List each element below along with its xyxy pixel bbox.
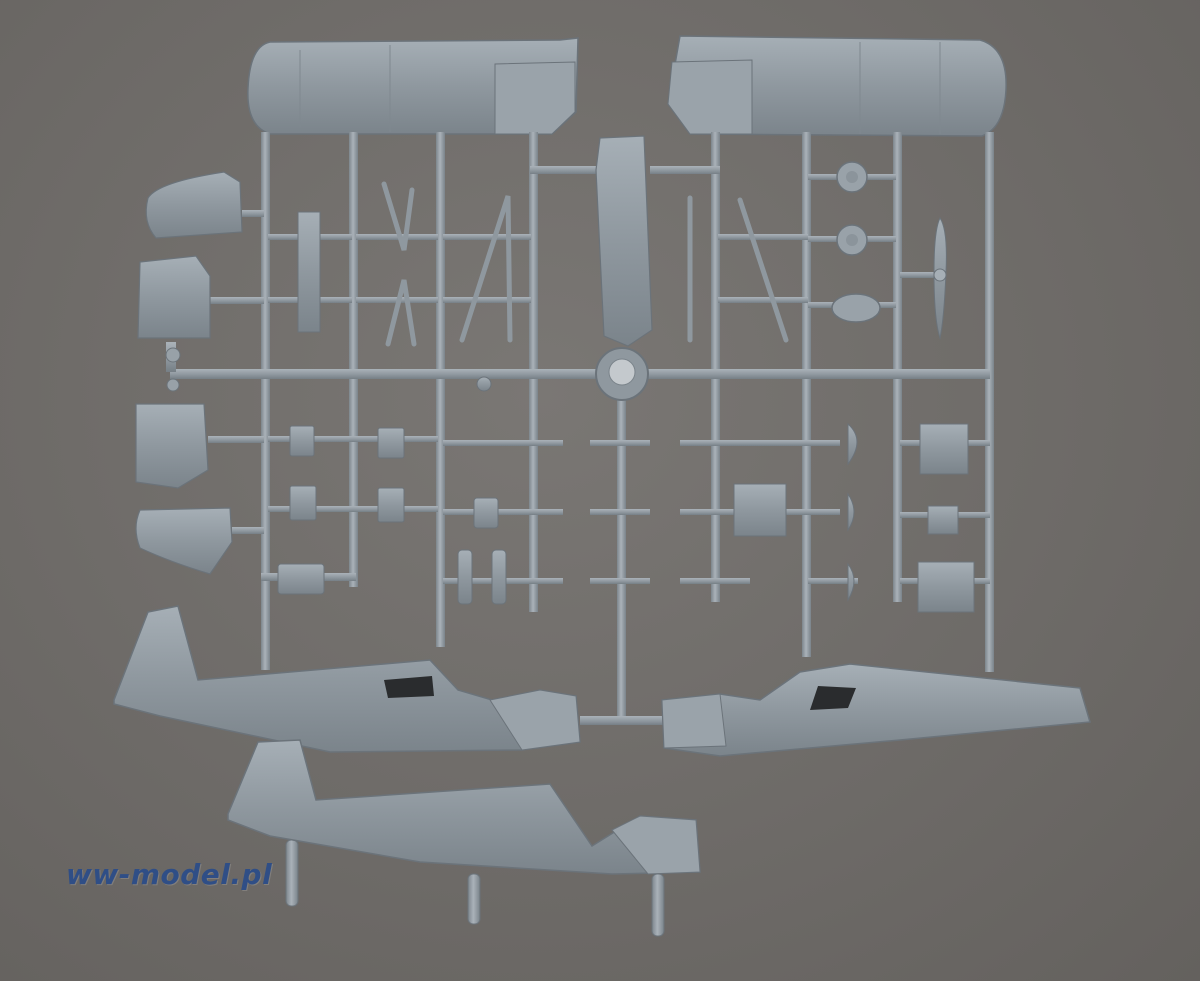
part-rudder-upper	[145, 171, 243, 239]
part-fuselage-left-lower	[227, 739, 701, 875]
part-fairing-block	[137, 255, 211, 339]
part-pins	[285, 839, 665, 937]
part-small-bits	[277, 376, 975, 613]
sprue-frame	[170, 132, 994, 725]
part-cabin-floor	[595, 135, 653, 347]
part-cowling-block	[135, 403, 209, 489]
part-rudder-lower	[135, 507, 233, 575]
part-struts-left	[381, 181, 789, 347]
sprue-hub	[595, 347, 649, 401]
wing-left-half	[247, 37, 579, 135]
watermark-text: ww-model.pl	[66, 858, 273, 891]
part-fuselage-right	[661, 663, 1091, 757]
part-propeller	[933, 217, 947, 340]
part-wheels	[831, 161, 881, 323]
part-bulkhead	[297, 211, 321, 333]
part-fuselage-left-upper	[113, 605, 581, 753]
wing-right-half	[667, 35, 1007, 137]
